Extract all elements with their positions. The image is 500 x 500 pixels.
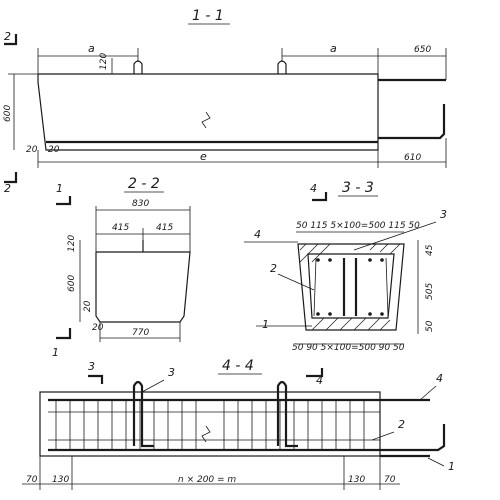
leader-3-line — [353, 221, 437, 251]
section-1-1: 1 - 1 2 2 a a 650 120 — [3, 8, 447, 195]
lifting-loop-left — [133, 60, 143, 74]
cut-arrow-bottom — [4, 172, 18, 184]
dim-610: 610 — [404, 153, 421, 163]
hatching — [299, 243, 401, 331]
dim-415b: 415 — [156, 223, 173, 233]
dim-830: 830 — [132, 199, 149, 209]
stirrup-group — [55, 400, 365, 450]
dim-20a: 20 — [26, 145, 38, 155]
dim-20b: 20 — [48, 145, 60, 155]
dim-70b: 70 — [384, 475, 396, 485]
cut-mark-4-bottom: 4 — [316, 374, 323, 387]
dim-505: 505 — [425, 283, 435, 300]
cut-mark-3: 3 — [88, 360, 95, 373]
break-mark — [201, 425, 211, 443]
dim-20a: 20 — [83, 300, 93, 312]
dim-a-right: a — [330, 42, 337, 55]
cut-arrow-1-top — [56, 196, 72, 206]
section-1-1-title: 1 - 1 — [192, 8, 224, 24]
rebar-dots — [316, 258, 384, 316]
dim-l: e — [200, 150, 207, 163]
beam-outline — [37, 73, 379, 151]
stirrup-left — [313, 257, 317, 317]
dim-600: 600 — [67, 275, 77, 292]
dim-600: 600 — [3, 105, 13, 122]
cut-arrow-3 — [88, 374, 104, 384]
plan-outline — [39, 391, 381, 457]
leader-3: 3 — [440, 208, 447, 221]
section-3-3: 3 - 3 4 50 115 5×100=500 115 50 4 3 — [244, 180, 447, 353]
dim-a-left: a — [88, 42, 95, 55]
leader-3: 3 — [168, 366, 175, 379]
section-4-4: 4 - 4 3 4 3 4 2 1 70 130 — [22, 358, 455, 490]
rebar-hook-out — [378, 104, 446, 140]
section-3-3-title: 3 - 3 — [342, 180, 374, 196]
cut-mark-1-bottom: 1 — [52, 346, 59, 359]
dim-45: 45 — [425, 244, 435, 256]
leader-2-line — [371, 431, 395, 441]
leader-4: 4 — [436, 372, 443, 385]
section-3-3-outline — [297, 243, 405, 331]
section-2-2: 2 - 2 1 1 830 415 415 120 600 20 20 770 — [52, 176, 191, 359]
cross-section-outline — [95, 251, 191, 323]
lifting-loop-right — [277, 60, 287, 74]
dim-130a: 130 — [52, 475, 69, 485]
leader-4-line — [419, 385, 437, 401]
leader-3-line — [141, 379, 165, 393]
leader-4: 4 — [254, 228, 261, 241]
dims-bottom: 50 90 5×100=500 90 50 — [292, 343, 405, 353]
rebar-bottom-long — [48, 424, 446, 452]
cut-arrow-top — [4, 34, 18, 46]
break-mark — [201, 111, 211, 129]
cut-mark-2-bottom: 2 — [4, 182, 11, 195]
dim-20b: 20 — [92, 323, 104, 333]
cut-arrow-4-top — [312, 192, 328, 202]
dim-130b: 130 — [348, 475, 365, 485]
leader-1: 1 — [262, 318, 269, 331]
leader-2: 2 — [270, 262, 277, 275]
cut-arrow-4-bottom — [306, 368, 324, 378]
dim-650: 650 — [414, 45, 431, 55]
leader-2-line — [277, 273, 315, 291]
section-2-2-title: 2 - 2 — [128, 176, 160, 192]
cut-mark-4-top: 4 — [310, 182, 317, 195]
dims-top: 50 115 5×100=500 115 50 — [296, 221, 420, 231]
cut-mark-2-top: 2 — [4, 30, 11, 43]
section-4-4-title: 4 - 4 — [222, 358, 254, 374]
dim-120: 120 — [99, 53, 109, 70]
lifting-loop-left — [132, 380, 154, 448]
leader-1: 1 — [448, 460, 455, 473]
dim-mid: n × 200 = m — [178, 475, 236, 485]
leader-2: 2 — [398, 418, 405, 431]
leader-1-line — [427, 457, 445, 467]
dim-70a: 70 — [26, 475, 38, 485]
dim-120: 120 — [67, 235, 77, 252]
lifting-loop-right — [276, 380, 298, 448]
dim-50: 50 — [425, 320, 435, 332]
cut-mark-1-top: 1 — [56, 182, 63, 195]
section-3-3-inner — [307, 253, 395, 319]
dim-770: 770 — [132, 328, 149, 338]
cut-arrow-1-bottom — [56, 328, 72, 340]
dim-415a: 415 — [112, 223, 129, 233]
stirrup-right — [385, 257, 389, 317]
